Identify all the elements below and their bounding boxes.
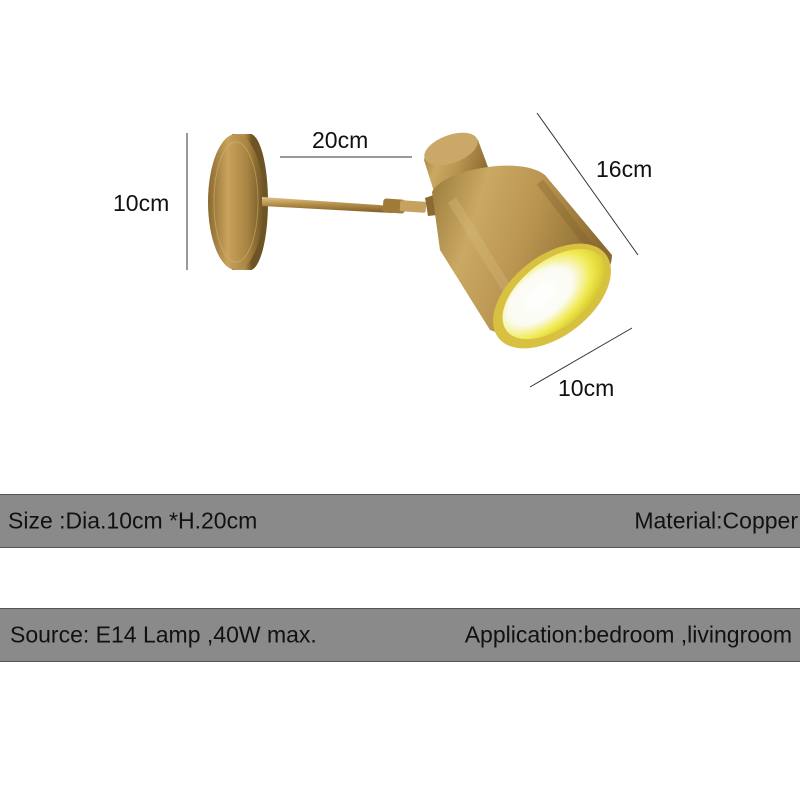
wall-lamp-drawing <box>186 112 639 388</box>
source-spec: Source: E14 Lamp ,40W max. <box>10 621 317 648</box>
shade-height-label: 16cm <box>596 156 653 182</box>
spec-bar-size-material: Size :Dia.10cm *H.20cm Material:Copper <box>0 494 800 548</box>
lamp-shade <box>424 132 612 349</box>
shade-diameter-label: 10cm <box>558 375 615 401</box>
lamp-arm <box>262 192 446 216</box>
wall-base-plate <box>208 134 268 270</box>
base-height-label: 10cm <box>113 190 170 216</box>
shade-diameter-dimension-line <box>529 327 633 388</box>
size-spec: Size :Dia.10cm *H.20cm <box>8 507 258 534</box>
application-spec: Application:bedroom ,livingroom <box>464 621 792 648</box>
shade-height-dimension-line <box>536 112 639 256</box>
product-illustration: 10cm 20cm 16cm 10cm <box>113 112 653 401</box>
spec-bar-source-application: Source: E14 Lamp ,40W max. Application:b… <box>0 608 800 662</box>
arm-length-label: 20cm <box>312 127 369 153</box>
material-spec: Material:Copper <box>634 507 798 534</box>
